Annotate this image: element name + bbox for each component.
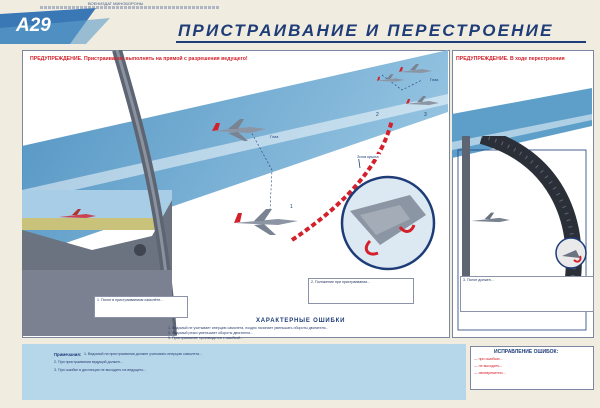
errors-line-3: 3. Пристраивание производится с ошибкой.… xyxy=(168,336,244,340)
aircraft-distant xyxy=(59,209,96,218)
fix-box-title: ИСПРАВЛЕНИЕ ОШИБОК: xyxy=(494,349,559,355)
errors-line-2: 2. Ведомый резко уменьшает обороты двига… xyxy=(168,331,254,335)
fix-line-3: — своевременно... xyxy=(474,371,506,375)
caption-3-text: 3. Пилот должен... xyxy=(463,278,494,282)
aircraft-leader xyxy=(212,119,266,141)
page-title: ПРИСТРАИВАНИЕ И ПЕРЕСТРОЕНИЕ xyxy=(178,21,554,40)
aircraft-right-view xyxy=(471,212,510,223)
warning-right: ПРЕДУПРЕЖДЕНИЕ. В ходе перестроения xyxy=(456,56,565,62)
step-number-2: 2 xyxy=(376,112,379,118)
aircraft-formation-3 xyxy=(376,74,405,82)
note-line-1: 1. Ведомый на пристраивании должен учиты… xyxy=(84,352,202,356)
badge-shape xyxy=(0,8,110,44)
right-magnifier xyxy=(555,237,587,269)
note-title: Примечания: xyxy=(54,352,82,357)
title-underline xyxy=(176,41,586,43)
warning-left: ПРЕДУПРЕЖДЕНИЕ. Пристраивание выполнять … xyxy=(30,56,248,62)
label-marker-b: Глаз xyxy=(430,77,439,82)
errors-title: ХАРАКТЕРНЫЕ ОШИБКИ xyxy=(256,318,346,324)
errors-line-1: 1. Ведомый не учитывает инерцию самолета… xyxy=(168,326,329,330)
publisher-label: ВОЕНИЗДАТ МИНОБОРОНЫ xyxy=(88,1,144,6)
fix-line-1: — при ошибках... xyxy=(474,357,503,361)
note-line-2: 2. При пристраивании ведущий должен... xyxy=(54,360,123,364)
caption-2: 2. Положение при пристраивании... xyxy=(308,278,414,304)
caption-1-text: 1. Пилот в пристраиваемом самолёте... xyxy=(97,298,164,302)
caption-1: 1. Пилот в пристраиваемом самолёте... xyxy=(94,296,188,318)
aircraft-formation-1 xyxy=(399,64,432,73)
fix-line-2: — не выходить... xyxy=(474,364,503,368)
aircraft-wingman xyxy=(234,209,298,235)
errors-box: ХАРАКТЕРНЫЕ ОШИБКИ 1. Ведомый не учитыва… xyxy=(168,318,450,346)
fix-box xyxy=(470,346,594,390)
magnifier-circle xyxy=(340,175,436,271)
step-number-1: 1 xyxy=(290,204,293,210)
badge-number: A29 xyxy=(16,15,51,36)
step-number-3: 3 xyxy=(424,112,427,118)
note-line-3: 3. При ошибке в дистанции не выходить на… xyxy=(54,368,147,372)
caption-2-text: 2. Положение при пристраивании... xyxy=(311,280,371,284)
header-fineprint xyxy=(40,6,220,9)
label-blind-zone: Зона крыла xyxy=(356,154,380,159)
label-marker-a: Глаз xyxy=(270,134,279,139)
note-band xyxy=(22,344,466,400)
aircraft-formation-2 xyxy=(406,96,439,105)
caption-3: 3. Пилот должен... xyxy=(460,276,594,312)
